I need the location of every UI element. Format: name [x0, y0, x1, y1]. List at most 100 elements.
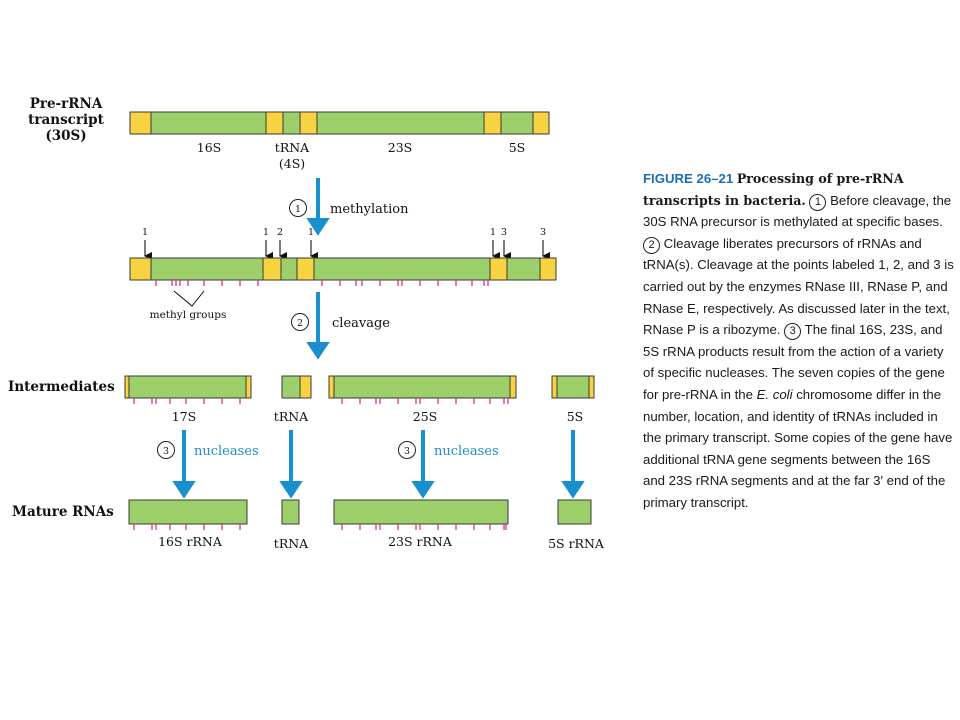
segment-label-4s: (4S): [279, 156, 305, 171]
pre-rrna-transcript-bar: [129, 111, 550, 135]
intermediate-products: [124, 375, 595, 399]
step-number-circle: [398, 441, 416, 459]
nucleases-arrow: [172, 430, 196, 499]
figure-title: Processing of pre-rRNA transcripts in ba…: [643, 171, 904, 208]
segment-label-trna: tRNA: [275, 140, 310, 155]
spacer-segment: [509, 375, 517, 399]
rrna-23s-segment: [313, 257, 491, 281]
svg-text:methyl groups: methyl groups: [150, 309, 227, 321]
svg-text:nucleases: nucleases: [434, 444, 499, 459]
spacer-segment: [129, 257, 152, 281]
svg-text:nucleases: nucleases: [194, 444, 259, 459]
spacer-segment: [551, 375, 558, 399]
spacer-segment: [328, 375, 335, 399]
step-number-circle: [291, 313, 309, 331]
spacer-segment: [299, 375, 312, 399]
nucleases-arrow: [411, 430, 435, 499]
step-number-circle: 1: [809, 193, 827, 211]
mature-16s-rrna: [128, 499, 248, 525]
intermediate-trna: [281, 375, 301, 399]
intermediate-25s: [333, 375, 511, 399]
mature-rnas-row-label: Mature RNAs: [12, 504, 114, 520]
trna-direct-arrow: [279, 430, 303, 499]
trna-segment: [280, 257, 298, 281]
segment-label-25s: 25S: [413, 409, 437, 424]
step-nucleases-left: 3 nucleases: [157, 430, 259, 499]
segment-label-5s: 5S: [567, 409, 584, 424]
spacer-segment: [539, 257, 557, 281]
svg-text:1: 1: [142, 227, 148, 238]
svg-text:(30S): (30S): [45, 128, 86, 144]
intermediate-methyl-ticks: [133, 398, 509, 404]
svg-text:3: 3: [404, 446, 410, 457]
cleavage-arrow: [306, 292, 330, 360]
svg-text:2: 2: [277, 227, 283, 238]
rrna-5s-segment: [506, 257, 541, 281]
spacer-segment: [588, 375, 595, 399]
segment-label-trna: tRNA: [274, 409, 309, 424]
rrna-23s-segment: [316, 111, 485, 135]
spacer-segment: [124, 375, 130, 399]
rrna-16s-segment: [150, 111, 267, 135]
caption-step1-text: Before cleavage, the 30S RNA precursor i…: [643, 192, 952, 230]
mature-trna: [281, 499, 300, 525]
segment-label-trna: tRNA: [274, 536, 309, 551]
intermediates-row-label: Intermediates: [8, 379, 115, 395]
figure-caption: FIGURE 26–21 Processing of pre-rRNA tran…: [643, 168, 955, 514]
spacer-segment: [245, 375, 252, 399]
methyl-group-ticks: [155, 280, 489, 286]
spacer-segment: [296, 257, 315, 281]
trna-segment: [282, 111, 301, 135]
intermediate-5s: [556, 375, 590, 399]
svg-text:cleavage: cleavage: [332, 316, 390, 331]
step-nucleases-right: 3 nucleases: [398, 430, 499, 499]
segment-label-23s-rrna: 23S rRNA: [388, 534, 453, 549]
methylated-precursor-bar: [129, 257, 557, 281]
step-cleavage: 2 cleavage: [291, 292, 390, 360]
caption-step3-text-a: The final 16S, 23S, and 5S rRNA products…: [643, 322, 945, 402]
segment-label-16s-rrna: 16S rRNA: [158, 534, 223, 549]
segment-label-23s: 23S: [388, 140, 412, 155]
svg-text:methylation: methylation: [330, 202, 409, 217]
spacer-segment: [299, 111, 318, 135]
methyl-groups-callout: methyl groups: [150, 290, 227, 321]
segment-label-5s: 5S: [509, 140, 526, 155]
svg-text:Pre-rRNA: Pre-rRNA: [30, 96, 103, 112]
pre-rrna-row-label: Pre-rRNA transcript (30S): [28, 96, 104, 144]
organism-name: E. coli: [756, 386, 793, 402]
svg-text:2: 2: [297, 318, 303, 329]
figure-number: FIGURE 26–21: [643, 171, 734, 186]
mature-5s-rrna: [557, 499, 592, 525]
caption-step2-text: Cleavage liberates precursors of rRNAs a…: [643, 235, 954, 338]
svg-text:transcript: transcript: [28, 112, 104, 128]
5s-direct-arrow: [561, 430, 585, 499]
intermediate-17s: [128, 375, 247, 399]
step-number-circle: 2: [643, 236, 660, 254]
segment-label-17s: 17S: [172, 409, 196, 424]
svg-text:1: 1: [308, 227, 314, 238]
step-methylation: 1 methylation: [289, 178, 409, 236]
caption-step3-text-b: chromosome differ in the number, locatio…: [643, 386, 953, 510]
rrna-16s-segment: [150, 257, 264, 281]
svg-text:3: 3: [540, 227, 546, 238]
mature-methyl-ticks: [133, 524, 507, 530]
step-number-circle: 3: [784, 323, 802, 341]
spacer-segment: [129, 111, 152, 135]
spacer-segment: [483, 111, 502, 135]
svg-text:1: 1: [295, 204, 301, 215]
svg-text:3: 3: [163, 446, 169, 457]
spacer-segment: [265, 111, 284, 135]
spacer-segment: [489, 257, 508, 281]
mature-labels: 16S rRNA tRNA 23S rRNA 5S rRNA: [158, 534, 605, 551]
cleavage-site-markers: 1 1 2 1 1 3 3: [142, 227, 550, 260]
mature-products: [128, 499, 592, 525]
methylation-arrow: [306, 178, 330, 236]
rrna-5s-segment: [500, 111, 534, 135]
svg-text:1: 1: [263, 227, 269, 238]
svg-text:3: 3: [501, 227, 507, 238]
intermediate-labels: 17S tRNA 25S 5S: [172, 409, 584, 424]
step-number-circle: [289, 199, 307, 217]
spacer-segment: [262, 257, 282, 281]
mature-23s-rrna: [333, 499, 509, 525]
